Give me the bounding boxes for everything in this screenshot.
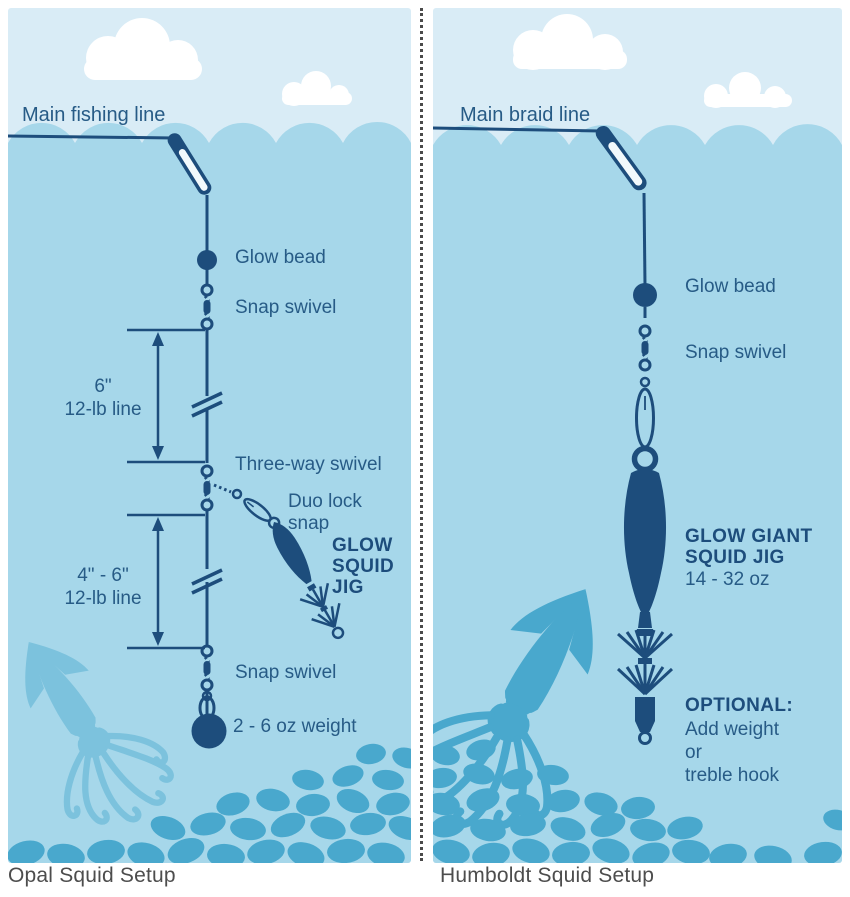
main-line-label: Main fishing line <box>22 104 166 126</box>
rocks <box>433 739 842 863</box>
clouds <box>513 14 792 108</box>
opal-caption: Opal Squid Setup <box>8 864 176 887</box>
optional-line2: or <box>685 742 702 763</box>
measure-4-6in <box>127 513 205 650</box>
snap-swivel-label: Snap swivel <box>235 297 337 318</box>
jig-size-label: 14 - 32 oz <box>685 569 770 590</box>
leader-1-measure-label: 6" 12-lb line <box>38 375 168 421</box>
leader-1-line: 12-lb line <box>64 399 142 420</box>
jig-line2: SQUID <box>332 556 395 577</box>
glow-bead-icon <box>197 250 217 270</box>
duo-lock-line1: Duo lock <box>288 491 362 512</box>
leader-1-length: 6" <box>94 376 112 397</box>
float-icon <box>167 133 212 195</box>
humboldt-setup-panel: Main braid line Glow bead Snap swivel GL… <box>433 8 842 863</box>
glow-squid-jig-icon <box>272 522 345 640</box>
opal-setup-diagram <box>8 18 411 863</box>
glow-bead-label: Glow bead <box>235 247 326 268</box>
optional-line3: treble hook <box>685 765 780 786</box>
rig <box>8 133 345 749</box>
glow-squid-jig-label: GLOW SQUID JIG <box>332 535 394 598</box>
jig-line2: SQUID JIG <box>685 547 785 568</box>
weight-label: 2 - 6 oz weight <box>233 716 357 737</box>
humboldt-caption: Humboldt Squid Setup <box>440 864 655 887</box>
clip-icon <box>201 690 213 702</box>
leader-2-length: 4" - 6" <box>77 565 129 586</box>
float-icon <box>595 125 647 191</box>
glow-bead-icon <box>633 283 657 307</box>
humboldt-setup-diagram <box>433 14 842 863</box>
optional-lines: Add weight or treble hook <box>685 718 779 787</box>
jig-line3: JIG <box>332 577 364 598</box>
optional-line1: Add weight <box>685 719 780 740</box>
glow-giant-squid-jig-label: GLOW GIANT SQUID JIG <box>685 526 812 568</box>
optional-heading: OPTIONAL: <box>685 695 794 716</box>
duo-lock-line2: snap <box>288 513 330 534</box>
opal-setup-panel: Main fishing line Glow bead Snap swivel … <box>8 8 411 863</box>
glow-giant-squid-jig-icon <box>616 469 674 745</box>
three-way-swivel-label: Three-way swivel <box>235 454 382 475</box>
weight-icon <box>191 713 227 749</box>
jig-line1: GLOW GIANT <box>685 526 813 547</box>
duo-lock-snap-label: Duo lock snap <box>288 491 362 535</box>
clouds <box>84 18 352 106</box>
snap-swivel-2-label: Snap swivel <box>235 662 337 683</box>
leader-2-line: 12-lb line <box>64 588 142 609</box>
glow-bead-label: Glow bead <box>685 276 776 297</box>
leader-2-measure-label: 4" - 6" 12-lb line <box>38 564 168 610</box>
snap-swivel-label: Snap swivel <box>685 342 787 363</box>
measure-6in <box>127 328 205 464</box>
rig <box>433 125 674 745</box>
jig-line1: GLOW <box>332 535 393 556</box>
rocks <box>8 743 411 863</box>
panel-divider <box>420 8 423 861</box>
main-line-label: Main braid line <box>460 104 591 126</box>
